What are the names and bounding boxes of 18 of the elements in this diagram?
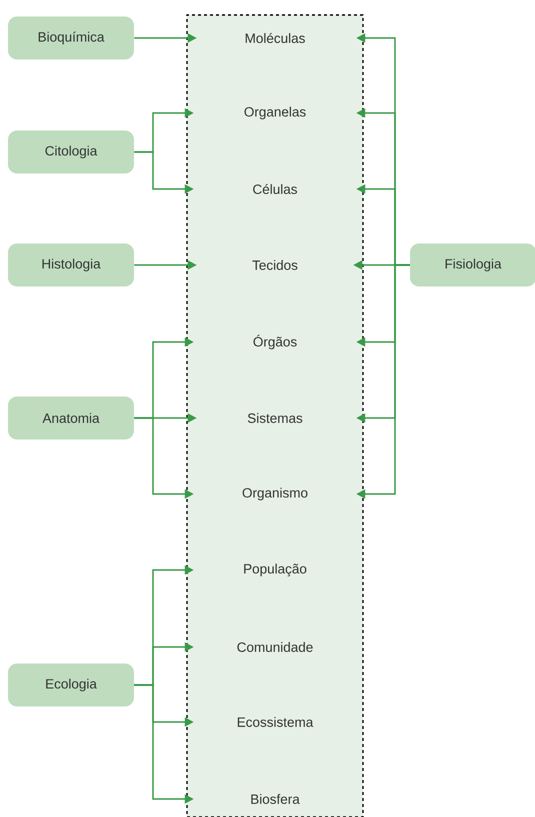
level-label: Organelas	[244, 106, 306, 120]
level-label: Organismo	[242, 488, 308, 500]
discipline-box: Histologia	[8, 244, 134, 286]
discipline-box: Fisiologia	[410, 244, 535, 286]
level-label: Órgãos	[254, 334, 297, 350]
discipline-box: Citologia	[8, 130, 134, 174]
dashed-column	[186, 14, 364, 817]
level-label: Tecidos	[252, 260, 298, 270]
level-label: População	[244, 564, 306, 576]
level-label: Ecossistema	[238, 717, 314, 727]
level-label: Moléculas	[246, 32, 305, 44]
discipline-box: Anatomia	[8, 396, 134, 440]
level-label: Sistemas	[248, 413, 302, 423]
level-label: Células	[253, 184, 297, 194]
discipline-box: Bioquímica	[8, 16, 134, 60]
discipline-box: Ecologia	[8, 664, 134, 706]
level-label: Comunidade	[237, 642, 313, 652]
level-label: Biosfera	[251, 794, 300, 804]
